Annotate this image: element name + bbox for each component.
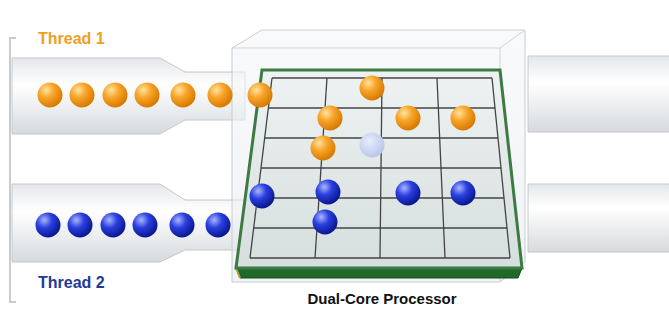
- grid-line: [261, 167, 501, 168]
- thread-ball: [171, 83, 196, 108]
- grid-line: [250, 257, 510, 258]
- thread-ball: [135, 83, 160, 108]
- thread-ball: [360, 76, 385, 101]
- thread-ball: [311, 136, 336, 161]
- glass-box: [232, 30, 525, 282]
- thread-ball: [250, 184, 275, 209]
- thread-ball: [248, 83, 273, 108]
- thread-ball: [36, 213, 61, 238]
- thread-ball: [170, 213, 195, 238]
- thread-label: Thread 2: [38, 274, 105, 292]
- grid-line: [254, 227, 507, 228]
- thread-ball: [70, 83, 95, 108]
- thread-ball: [38, 83, 63, 108]
- grid-line: [272, 77, 492, 78]
- chip-caption: Dual-Core Processor: [307, 291, 456, 308]
- thread-pipe: [12, 184, 245, 262]
- thread-label: Thread 1: [38, 30, 105, 48]
- core-grid: [250, 78, 510, 258]
- thread-ball: [316, 180, 341, 205]
- thread-ball: [451, 181, 476, 206]
- thread-balls: [36, 76, 476, 238]
- thread-ball: [133, 213, 158, 238]
- thread-pipe: [528, 56, 669, 132]
- thread-pipe: [12, 58, 245, 134]
- chip-die: [236, 70, 522, 268]
- thread-ball: [396, 181, 421, 206]
- thread-ball: [313, 210, 338, 235]
- thread-ball: [68, 213, 93, 238]
- thread-pipe: [528, 184, 669, 252]
- thread-ball: [360, 133, 385, 158]
- thread-ball: [206, 213, 231, 238]
- thread-ball: [101, 213, 126, 238]
- glass-box-edge: [232, 30, 525, 282]
- thread-ball: [208, 83, 233, 108]
- thread-ball: [103, 83, 128, 108]
- thread-ball: [318, 106, 343, 131]
- thread-ball: [396, 106, 421, 131]
- thread-ball: [451, 106, 476, 131]
